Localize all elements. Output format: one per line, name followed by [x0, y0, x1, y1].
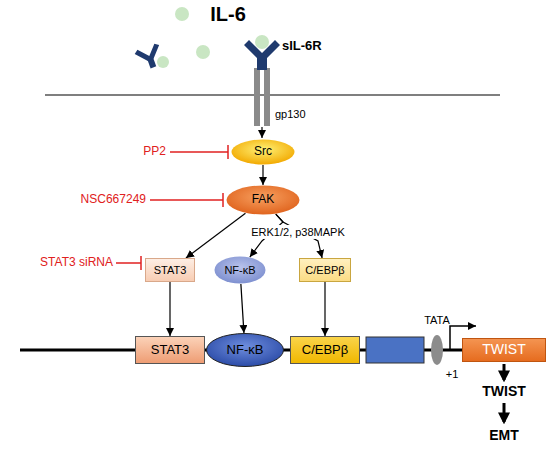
inhibitor-line	[150, 193, 223, 207]
il6-molecule	[196, 45, 210, 59]
ellipse-shape	[215, 257, 266, 284]
cell-membrane	[45, 94, 500, 95]
node-text: C/EBPβ	[302, 343, 349, 357]
flow-arrow	[503, 364, 506, 380]
node-text: NF-κB	[227, 343, 264, 357]
binding-site-box: C/EBPβ	[290, 336, 360, 364]
kinase-ellipse: FAK	[226, 185, 300, 215]
gp130-receptor	[254, 68, 260, 126]
signal-arrow	[169, 282, 170, 336]
il6-molecule	[157, 56, 169, 68]
tata-box	[431, 335, 443, 365]
node-text: FAK	[252, 193, 275, 206]
promoter-element	[366, 337, 424, 363]
node-text: C/EBPβ	[305, 264, 344, 276]
il6-molecule	[255, 35, 269, 49]
factor-box: STAT3	[145, 258, 195, 282]
flow-arrow	[503, 403, 506, 422]
inhibitor-label: PP2	[143, 145, 166, 158]
inhibitor-label: STAT3 siRNA	[40, 256, 113, 269]
position-label: +1	[446, 368, 459, 380]
signal-arrow	[261, 127, 262, 138]
signal-arrow	[324, 282, 325, 336]
receptor-label: gp130	[275, 108, 306, 120]
signal-arrow	[262, 165, 263, 185]
promoter-label: TATA	[424, 314, 450, 326]
factor-box: C/EBPβ	[299, 258, 351, 282]
ligand-label: IL-6	[210, 3, 246, 25]
binding-site-box: STAT3	[135, 336, 205, 364]
binding-site-ellipse: NF-κB	[206, 333, 284, 367]
ellipse-shape	[227, 186, 300, 215]
kinase-ellipse: Src	[231, 139, 295, 165]
node-text: STAT3	[154, 264, 187, 276]
node-text: Src	[254, 145, 272, 158]
outcome-label: EMT	[489, 428, 519, 443]
signal-arrow	[241, 284, 244, 333]
ellipse-shape	[232, 140, 295, 165]
gene-box: TWIST	[462, 338, 546, 362]
node-text: NF-κB	[224, 264, 255, 276]
edge-layer	[170, 165, 325, 336]
il6-molecule	[175, 7, 189, 21]
node-text: STAT3	[151, 343, 190, 357]
pathway-label: ERK1/2, p38MAPK	[249, 225, 347, 239]
signal-arrow	[186, 213, 246, 258]
gp130-receptor	[264, 68, 270, 126]
protein-label: TWIST	[482, 384, 526, 399]
inhibitor-label: NSC667249	[81, 193, 146, 206]
soluble-receptor	[134, 42, 166, 72]
inhibitor-line	[170, 145, 228, 159]
inhibitor-line	[116, 256, 141, 270]
receptor-label: sIL-6R	[282, 39, 322, 53]
node-text: TWIST	[482, 342, 526, 357]
ellipse-shape	[207, 334, 284, 367]
factor-ellipse: NF-κB	[214, 256, 266, 284]
